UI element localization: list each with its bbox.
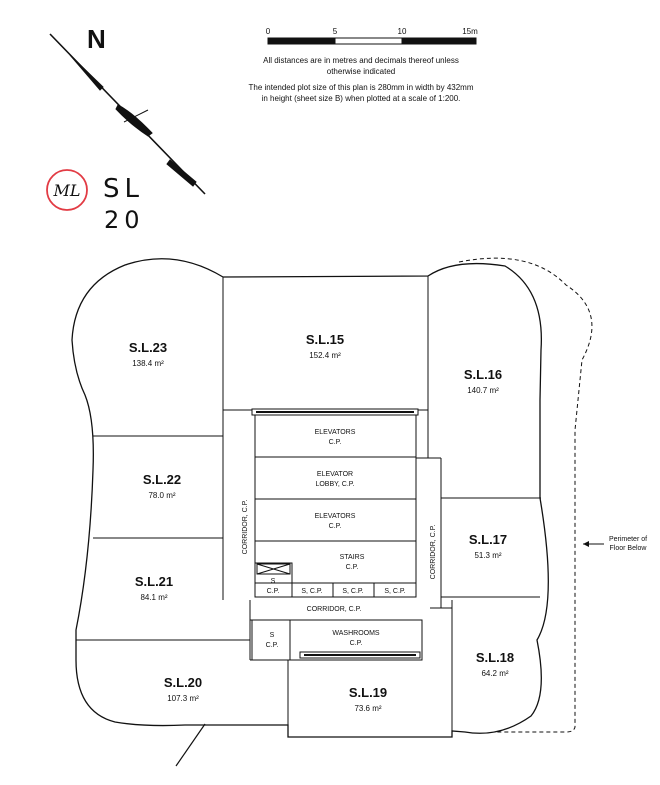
small-s-cp: C.P. bbox=[267, 588, 280, 595]
corridor-right-label: CORRIDOR, C.P. bbox=[430, 525, 437, 580]
s-cp-1: S, C.P. bbox=[301, 588, 322, 595]
lot-name-sl18: S.L.18 bbox=[476, 650, 514, 665]
lot-area-sl16: 140.7 m² bbox=[467, 386, 499, 395]
lot-area-sl21: 84.1 m² bbox=[140, 593, 167, 602]
scale-bar bbox=[267, 37, 477, 45]
washrooms-s-label: S bbox=[270, 632, 275, 639]
plot-size-note: The intended plot size of this plan is 2… bbox=[248, 83, 474, 103]
north-label: N bbox=[87, 24, 106, 54]
leader-line bbox=[175, 723, 206, 767]
lot-name-sl17: S.L.17 bbox=[469, 532, 507, 547]
lot-name-sl22: S.L.22 bbox=[143, 472, 181, 487]
corridor-bottom-label: CORRIDOR, C.P. bbox=[307, 606, 362, 613]
stairs-cp: C.P. bbox=[346, 564, 359, 571]
washrooms-s-cp: C.P. bbox=[266, 642, 279, 649]
seal-initials: ML bbox=[52, 181, 80, 200]
scale-tick-0: 0 bbox=[266, 27, 271, 36]
core-rooms bbox=[251, 414, 441, 661]
scale-tick-15: 15m bbox=[462, 27, 478, 36]
elevators-mid-label: ELEVATORS bbox=[315, 513, 356, 520]
lot-area-sl18: 64.2 m² bbox=[481, 669, 508, 678]
lot-area-sl22: 78.0 m² bbox=[148, 491, 175, 500]
elevator-lobby-cp: LOBBY, C.P. bbox=[315, 481, 354, 488]
s-cp-3: S, C.P. bbox=[384, 588, 405, 595]
washrooms-label: WASHROOMS bbox=[332, 630, 380, 637]
lot-area-sl17: 51.3 m² bbox=[474, 551, 501, 560]
floor-below-perimeter bbox=[458, 257, 593, 733]
lot-area-sl15: 152.4 m² bbox=[309, 351, 341, 360]
distance-note: All distances are in metres and decimals… bbox=[263, 56, 459, 76]
lot-name-sl19: S.L.19 bbox=[349, 685, 387, 700]
elevators-top-label: ELEVATORS bbox=[315, 429, 356, 436]
lot-area-sl20: 107.3 m² bbox=[167, 694, 199, 703]
seal-stamp: ML bbox=[46, 169, 88, 211]
lot-name-sl20: S.L.20 bbox=[164, 675, 202, 690]
elevator-lobby-label: ELEVATOR bbox=[317, 471, 353, 478]
scale-tick-10: 10 bbox=[398, 27, 407, 36]
lot-name-sl21: S.L.21 bbox=[135, 574, 173, 589]
lot-name-sl15: S.L.15 bbox=[306, 332, 344, 347]
lot-name-sl16: S.L.16 bbox=[464, 367, 502, 382]
washrooms-cp: C.P. bbox=[350, 640, 363, 647]
scale-tick-5: 5 bbox=[333, 27, 338, 36]
elevators-top-cp: C.P. bbox=[329, 439, 342, 446]
corridor-left-label: CORRIDOR, C.P. bbox=[242, 500, 249, 555]
lot-name-sl23: S.L.23 bbox=[129, 340, 167, 355]
north-arrow-icon bbox=[49, 33, 206, 195]
handwritten-20: 20 bbox=[104, 206, 145, 234]
stair-hatch-icon bbox=[256, 563, 291, 575]
stairs-label: STAIRS bbox=[340, 554, 365, 561]
elevator-doors bbox=[251, 408, 421, 659]
lot-area-sl19: 73.6 m² bbox=[354, 704, 381, 713]
s-cp-2: S, C.P. bbox=[342, 588, 363, 595]
elevators-mid-cp: C.P. bbox=[329, 523, 342, 530]
building-outline bbox=[71, 258, 549, 738]
small-s-label: S bbox=[271, 578, 276, 585]
plan-notes: All distances are in metres and decimals… bbox=[246, 56, 476, 110]
handwritten-sl: SL bbox=[103, 174, 144, 204]
lot-area-sl23: 138.4 m² bbox=[132, 359, 164, 368]
perimeter-note-line2: Floor Below bbox=[610, 545, 648, 552]
perimeter-note-line1: Perimeter of bbox=[609, 536, 647, 543]
